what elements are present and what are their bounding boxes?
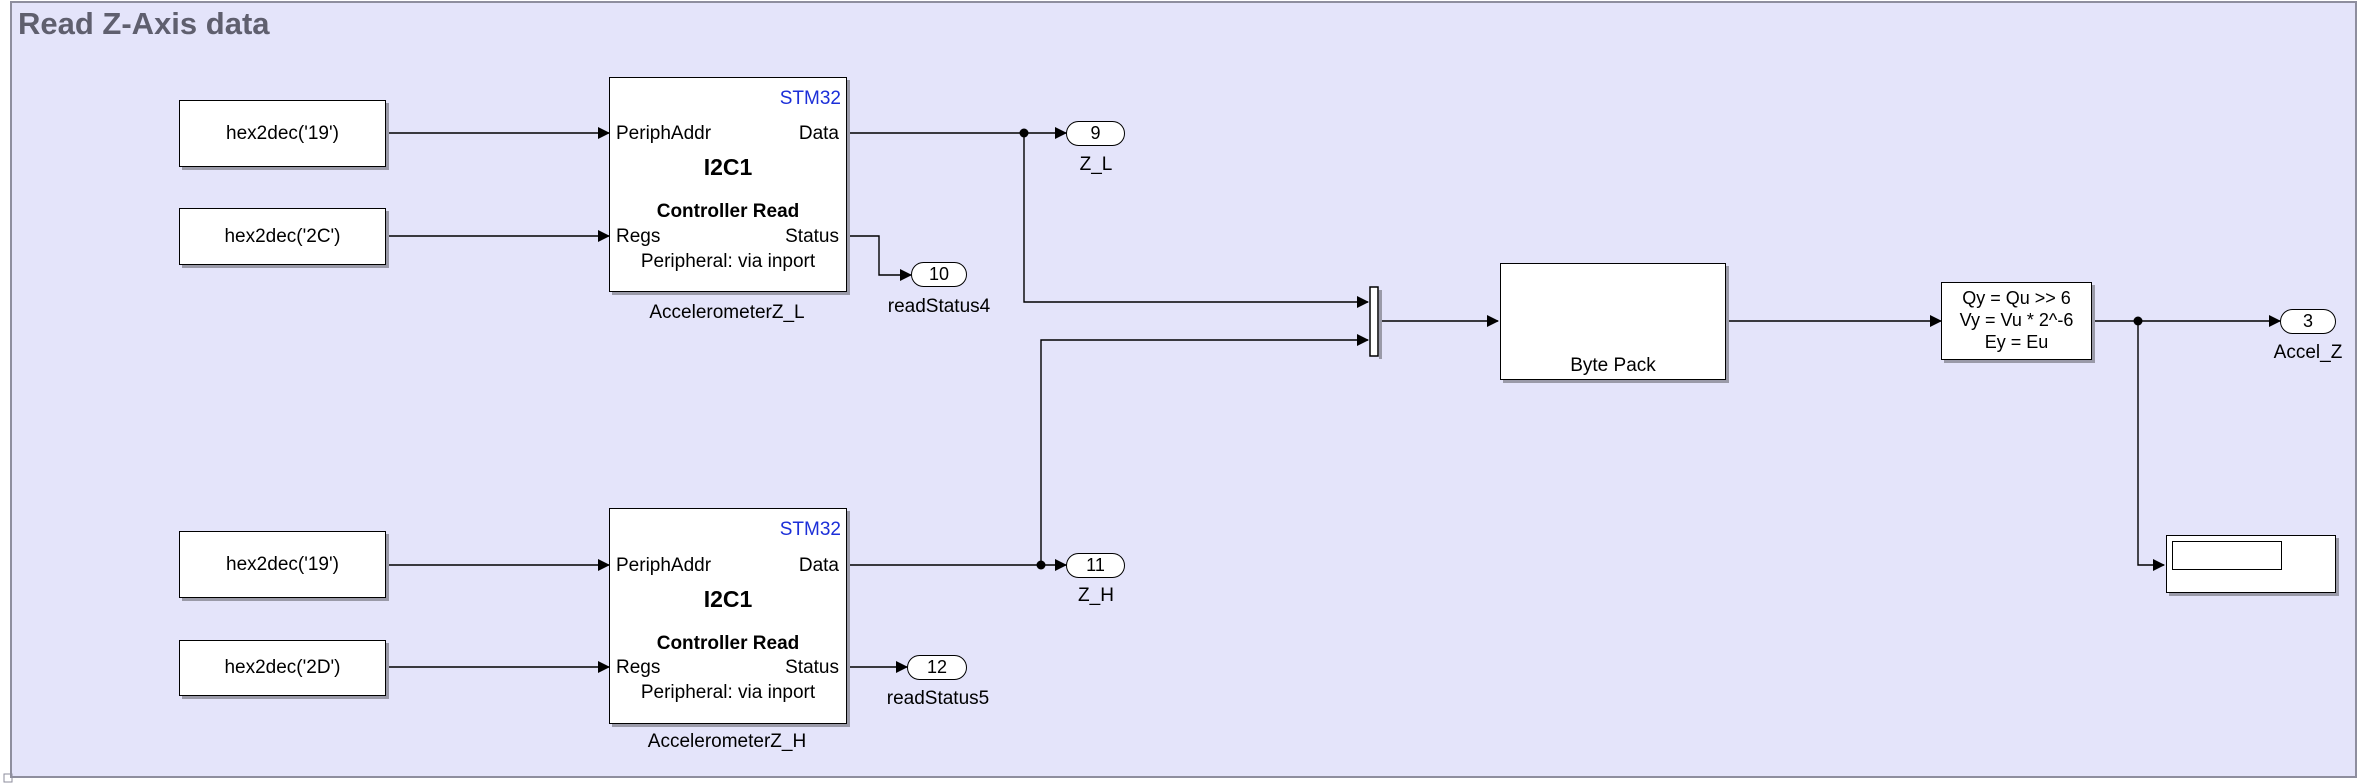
constant-block-1[interactable]: hex2dec('19') (179, 100, 386, 167)
outport-z-h[interactable]: 11 (1066, 553, 1125, 578)
display-value-box (2172, 541, 2282, 570)
area-title: Read Z-Axis data (18, 6, 270, 41)
signal-quantizer-to-display[interactable] (2137, 321, 2165, 571)
block-peripheral: Peripheral: via inport (640, 682, 816, 703)
block-name-high: AccelerometerZ_H (647, 731, 807, 752)
mux-block[interactable] (1369, 286, 1379, 357)
byte-pack-label: Byte Pack (1570, 355, 1656, 376)
port-label-regs: Regs (616, 657, 661, 678)
vendor-label: STM32 (779, 519, 841, 540)
conversion-line-1: Qy = Qu >> 6 (1962, 288, 2071, 308)
block-mode: Controller Read (656, 633, 800, 654)
port-label-status: Status (785, 657, 839, 678)
block-mode: Controller Read (656, 201, 800, 222)
constant-block-3[interactable]: hex2dec('19') (179, 531, 386, 598)
port-label-regs: Regs (616, 226, 661, 247)
constant-value: hex2dec('2D') (224, 657, 341, 678)
branch-point-zl (1019, 128, 1029, 138)
vendor-label: STM32 (779, 88, 841, 109)
port-label-data: Data (798, 123, 839, 144)
block-name-low: AccelerometerZ_L (649, 302, 805, 323)
outport-name-readstatus5: readStatus5 (886, 688, 990, 709)
outport-readstatus4[interactable]: 10 (911, 262, 967, 287)
conversion-line-2: Vy = Vu * 2^-6 (1959, 310, 2074, 330)
constant-value: hex2dec('19') (226, 553, 339, 575)
block-title: I2C1 (703, 586, 753, 612)
branch-point-zh (1036, 560, 1046, 570)
signal-statusl-to-rs4[interactable] (847, 235, 912, 281)
branch-point-accelz (2133, 316, 2143, 326)
area-background (10, 1, 2357, 778)
byte-pack-block[interactable]: Byte Pack (1500, 263, 1726, 380)
outport-readstatus5[interactable]: 12 (907, 655, 967, 680)
outport-name-z-h: Z_H (1078, 585, 1114, 606)
outport-name-readstatus4: readStatus4 (887, 296, 991, 317)
port-label-status: Status (785, 226, 839, 247)
display-block[interactable] (2166, 535, 2336, 593)
i2c-read-block-high[interactable]: STM32 PeriphAddr Data I2C1 Controller Re… (609, 508, 847, 724)
constant-value: hex2dec('19') (226, 122, 339, 144)
conversion-line-3: Ey = Eu (1984, 332, 2049, 352)
constant-block-4[interactable]: hex2dec('2D') (179, 640, 386, 696)
outport-z-l[interactable]: 9 (1066, 121, 1125, 146)
outport-accel-z[interactable]: 3 (2280, 309, 2336, 334)
outport-name-accel-z: Accel_Z (2273, 342, 2343, 363)
signal-datal-to-mux[interactable] (1023, 133, 1369, 308)
i2c-read-block-low[interactable]: STM32 PeriphAddr Data I2C1 Controller Re… (609, 77, 847, 292)
signal-datah-to-mux[interactable] (1040, 334, 1369, 565)
port-label-data: Data (798, 555, 839, 576)
constant-block-2[interactable]: hex2dec('2C') (179, 208, 386, 265)
port-label-periphaddr: PeriphAddr (616, 555, 712, 576)
corner-handle-bl[interactable] (3, 773, 13, 783)
port-label-periphaddr: PeriphAddr (616, 123, 712, 144)
shift-conversion-block[interactable]: Qy = Qu >> 6 Vy = Vu * 2^-6 Ey = Eu (1941, 282, 2092, 360)
mux-block-shadow (1379, 290, 1382, 359)
constant-value: hex2dec('2C') (224, 225, 341, 247)
outport-name-z-l: Z_L (1079, 154, 1113, 175)
block-title: I2C1 (703, 154, 753, 180)
block-peripheral: Peripheral: via inport (640, 251, 816, 272)
